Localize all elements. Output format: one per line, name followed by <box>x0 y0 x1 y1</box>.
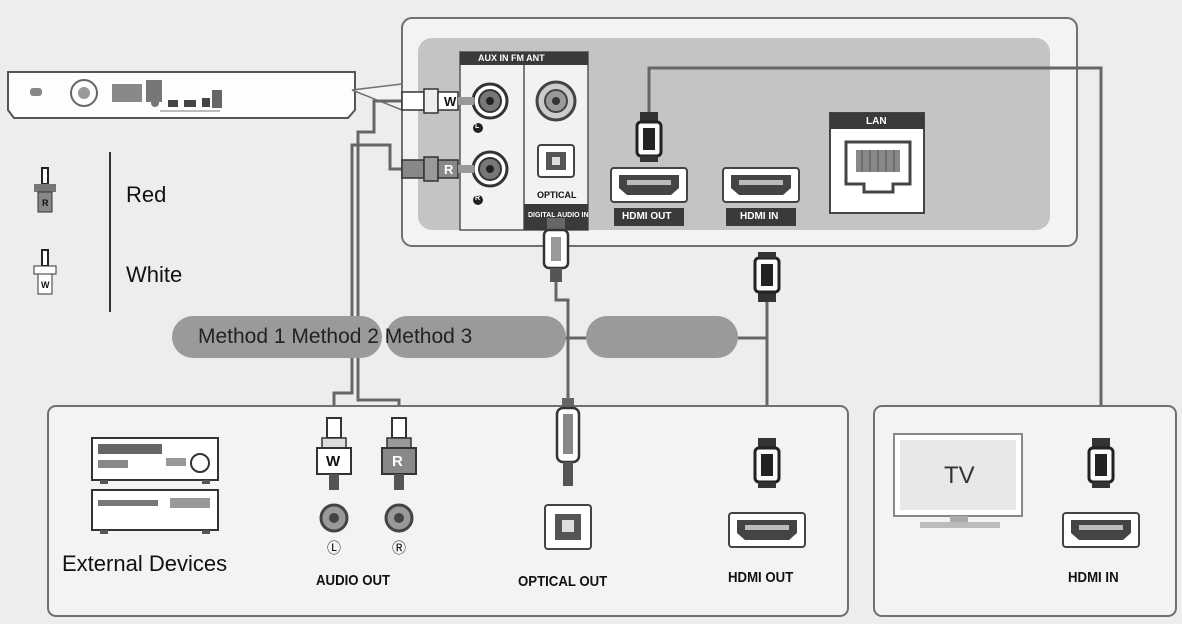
hdmi-in-port <box>722 167 800 203</box>
tv-screen-text: TV <box>944 462 975 489</box>
white-plug-letter: W <box>41 280 50 290</box>
hdmi-in-label-bar <box>726 208 796 226</box>
optical-out-label: OPTICAL OUT <box>518 573 608 590</box>
white-plug-icon <box>33 249 57 295</box>
red-plug-letter: R <box>42 198 49 208</box>
lan-label: LAN <box>866 116 887 127</box>
ext-left-marker: Ⓛ <box>327 540 341 556</box>
hdmi-out-port <box>610 167 688 203</box>
aux-left-socket <box>471 82 509 120</box>
player-unit <box>7 71 356 119</box>
panel-white-plug <box>401 88 474 114</box>
aux-right-socket <box>471 150 509 188</box>
panel-plug-r: R <box>444 162 454 177</box>
hdmi-out-label-bar <box>614 208 684 226</box>
panel-optical-plug <box>542 218 570 282</box>
panel-right-marker: R <box>475 195 481 202</box>
aux-header-bar <box>460 52 588 65</box>
optical-label: OPTICAL <box>537 190 577 200</box>
ext-hdmi-out-port <box>728 512 806 548</box>
optical-out-port <box>544 504 592 550</box>
ext-white-plug <box>316 417 352 490</box>
ext-optical-plug <box>555 398 581 486</box>
panel-hdmi-plug-in <box>753 250 781 304</box>
legend-white-label: White <box>126 262 183 287</box>
external-devices-box <box>47 405 849 617</box>
tv-hdmi-in-label: HDMI IN <box>1068 569 1119 586</box>
optical-socket <box>537 144 575 178</box>
dvd-device-icon <box>91 489 219 534</box>
right-marker-dot <box>473 195 483 205</box>
fm-ant-socket <box>535 80 577 122</box>
ext-audio-sockets <box>319 503 414 533</box>
panel-hdmi-plug-top <box>635 110 663 164</box>
tv-hdmi-plug <box>1087 436 1115 490</box>
legend-red-label: Red <box>126 182 167 207</box>
methods-text: Method 1 Method 2 Method 3 <box>198 325 473 348</box>
ext-right-marker: Ⓡ <box>392 540 406 556</box>
vcr-device-icon <box>91 437 219 484</box>
ext-hdmi-out-label: HDMI OUT <box>728 569 794 586</box>
lan-port <box>829 112 925 214</box>
tv-icon <box>893 433 1023 528</box>
digital-audio-in-label: DIGITAL AUDIO IN <box>528 212 589 219</box>
red-plug-icon <box>34 167 56 213</box>
panel-red-plug <box>401 156 474 182</box>
external-devices-title: External Devices <box>62 551 228 576</box>
method-bubbles <box>172 316 738 358</box>
callout-pointer <box>351 83 403 112</box>
aux-in-fm-ant-label: AUX IN FM ANT <box>478 53 545 63</box>
audio-out-label: AUDIO OUT <box>316 572 391 589</box>
tv-hdmi-in-port <box>1062 512 1140 548</box>
ext-plug-r: R <box>392 453 403 470</box>
hdmi-in-label: HDMI IN <box>740 211 779 222</box>
left-marker-dot <box>473 123 483 133</box>
hdmi-out-label: HDMI OUT <box>622 211 672 222</box>
panel-left-marker: L <box>475 123 480 130</box>
panel-plug-w: W <box>444 94 457 109</box>
ext-plug-w: W <box>326 453 341 470</box>
ext-red-plug <box>381 417 417 490</box>
ext-hdmi-plug <box>753 436 781 490</box>
